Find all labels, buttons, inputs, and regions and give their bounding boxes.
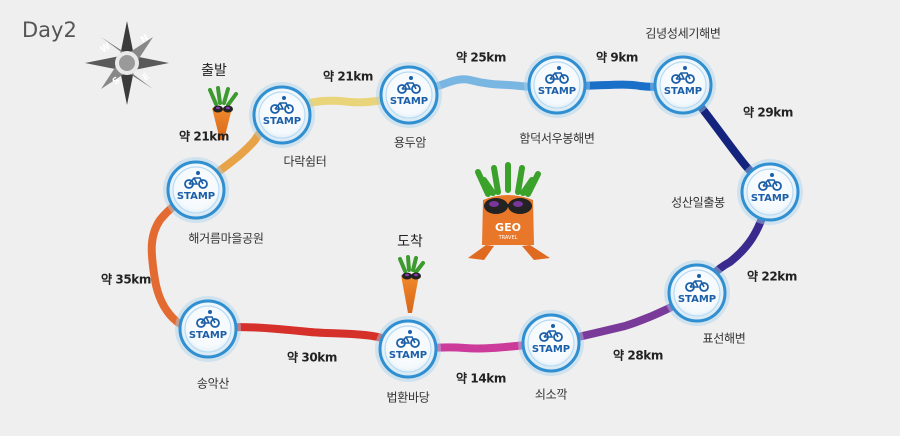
stamp-marker[interactable]: STAMP — [375, 316, 441, 382]
segment-distance: 약 35km — [100, 272, 152, 287]
station-name: 성산일출봉 — [671, 195, 725, 210]
stamp-text: STAMP — [678, 294, 716, 305]
station-name: 송악산 — [196, 376, 230, 391]
stamp-ring — [178, 299, 238, 359]
station-name: 쇠소깍 — [534, 387, 568, 402]
stamp-text: STAMP — [538, 86, 576, 97]
stamp-ring — [667, 263, 727, 323]
stamp-text: STAMP — [390, 96, 428, 107]
bicycle-icon — [184, 171, 208, 189]
bicycle-icon — [685, 274, 709, 292]
stamp-inner-ring — [533, 61, 581, 109]
segment-distance: 약 14km — [455, 371, 507, 386]
stamp-ring — [378, 319, 438, 379]
segment-distance: 약 29km — [742, 105, 794, 120]
segment-distance: 약 25km — [455, 50, 507, 65]
stamp-marker[interactable]: STAMP — [518, 310, 584, 376]
segment-distance: 약 22km — [746, 269, 798, 284]
stamp-ring — [379, 65, 439, 125]
stamp-inner-ring — [527, 319, 575, 367]
bicycle-icon — [758, 173, 782, 191]
station-name: 용두암 — [393, 135, 427, 150]
segment-distance: 약 9km — [595, 50, 639, 65]
stamp-inner-ring — [172, 166, 220, 214]
stamp-inner-ring — [384, 325, 432, 373]
bicycle-icon — [671, 66, 695, 84]
stamp-text: STAMP — [751, 193, 789, 204]
station-name: 김녕성세기해변 — [645, 26, 721, 41]
station-name: 함덕서우봉해변 — [519, 131, 595, 146]
start-label: 출발 — [201, 63, 227, 79]
stamp-ring — [740, 162, 800, 222]
stamp-inner-ring — [385, 71, 433, 119]
stamp-marker[interactable]: STAMP — [163, 157, 229, 223]
stamp-ring — [252, 85, 312, 145]
stamp-ring — [653, 55, 713, 115]
stamp-marker[interactable]: STAMP — [737, 159, 803, 225]
bicycle-icon — [539, 324, 563, 342]
station-name: 해거름마을공원 — [188, 231, 264, 246]
segment-distance: 약 21km — [322, 69, 374, 84]
station-name: 표선해변 — [702, 331, 746, 346]
compass-letter-w: W — [99, 42, 113, 56]
start-carrot-icon — [208, 86, 238, 140]
stamp-text: STAMP — [263, 116, 301, 127]
stamp-inner-ring — [673, 269, 721, 317]
bicycle-icon — [397, 76, 421, 94]
stamp-ring — [521, 313, 581, 373]
stamp-text: STAMP — [389, 350, 427, 361]
compass-letter-s: S — [111, 76, 122, 88]
station-name: 법환바당 — [386, 390, 430, 405]
stamp-markers: STAMP STAMP STAMP STAMP STAMP STAMP STAMP STAMP… — [163, 52, 803, 382]
stamp-inner-ring — [659, 61, 707, 109]
compass-icon: N E S W — [85, 21, 169, 105]
stamp-text: STAMP — [177, 191, 215, 202]
stamp-marker[interactable]: STAMP — [249, 82, 315, 148]
bicycle-icon — [270, 96, 294, 114]
stamp-marker[interactable]: STAMP — [376, 62, 442, 128]
bicycle-icon — [396, 330, 420, 348]
end-carrot-icon — [398, 255, 425, 313]
stamp-inner-ring — [184, 305, 232, 353]
bicycle-icon — [196, 310, 220, 328]
segment-distance: 약 28km — [612, 348, 664, 363]
stamp-text: STAMP — [664, 86, 702, 97]
page-title: Day2 — [22, 18, 77, 42]
segment-distance: 약 21km — [178, 129, 230, 144]
stamp-text: STAMP — [532, 344, 570, 355]
compass-letter-e: E — [141, 72, 152, 84]
stamp-ring — [527, 55, 587, 115]
mascot-badge: GEO — [495, 221, 521, 234]
stamp-ring — [166, 160, 226, 220]
stamp-marker[interactable]: STAMP — [524, 52, 590, 118]
segment-distance: 약 30km — [286, 350, 338, 365]
stamp-inner-ring — [746, 168, 794, 216]
stamp-inner-ring — [258, 91, 306, 139]
stamp-marker[interactable]: STAMP — [175, 296, 241, 362]
compass-letter-n: N — [139, 33, 151, 46]
mascot-sub: TRAVEL — [498, 235, 518, 241]
stamp-text: STAMP — [189, 330, 227, 341]
stamp-marker[interactable]: STAMP — [664, 260, 730, 326]
end-label: 도착 — [397, 234, 423, 250]
bicycle-icon — [545, 66, 569, 84]
station-name: 다락쉼터 — [283, 154, 327, 169]
mascot-carrot-icon: GEO TRAVEL — [468, 162, 550, 260]
stamp-marker[interactable]: STAMP — [650, 52, 716, 118]
